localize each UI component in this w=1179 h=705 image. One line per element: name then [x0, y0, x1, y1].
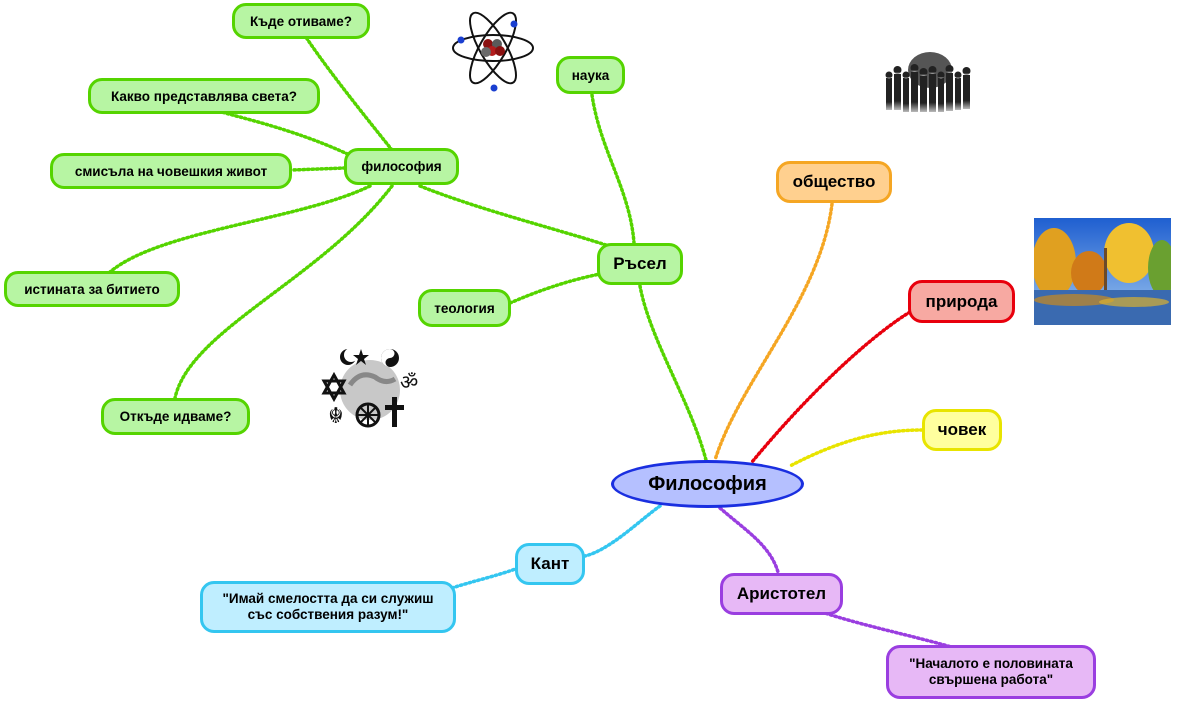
- atom-image: [452, 11, 534, 92]
- people-silhouettes-image: [885, 52, 971, 112]
- node-theology[interactable]: теология: [418, 289, 511, 327]
- node-philosophy[interactable]: философия: [344, 148, 459, 185]
- node-nature[interactable]: природа: [908, 280, 1015, 323]
- node-aristotle-quote[interactable]: "Началото е половината свършена работа": [886, 645, 1096, 699]
- link-nature: [750, 310, 912, 464]
- node-human[interactable]: човек: [922, 409, 1002, 451]
- link-human: [788, 428, 924, 468]
- autumn-landscape-image: [1034, 218, 1171, 325]
- node-truth-being[interactable]: истината за битието: [4, 271, 180, 307]
- link-truth-being: [108, 184, 372, 274]
- node-where-going[interactable]: Къде отиваме?: [232, 3, 370, 39]
- link-theology-russell: [508, 272, 602, 305]
- link-philosophy-russell: [418, 184, 608, 247]
- root-node-philosophy[interactable]: Философия: [611, 460, 804, 508]
- link-meaning-life: [290, 166, 347, 172]
- node-what-world[interactable]: Какво представлява света?: [88, 78, 320, 114]
- node-aristotle[interactable]: Аристотел: [720, 573, 843, 615]
- religious-symbols-image: ॐ ☬: [321, 348, 418, 429]
- node-kant-quote[interactable]: "Имай смелостта да си служиш със собстве…: [200, 581, 456, 633]
- node-science[interactable]: наука: [556, 56, 625, 94]
- link-science-russell: [590, 93, 636, 245]
- svg-text:☬: ☬: [328, 404, 344, 429]
- node-where-from[interactable]: Откъде идваме?: [101, 398, 250, 435]
- link-where-going: [298, 26, 394, 152]
- link-russell-root: [638, 284, 708, 462]
- node-society[interactable]: общество: [776, 161, 892, 203]
- node-russell[interactable]: Ръсел: [597, 243, 683, 285]
- link-aristotle: [718, 506, 780, 574]
- link-kant-quote: [450, 566, 520, 590]
- link-society: [713, 202, 834, 462]
- link-kant: [583, 504, 662, 558]
- link-aristotle-quote: [820, 610, 957, 650]
- node-meaning-life[interactable]: смисъла на човешкия живот: [50, 153, 292, 189]
- svg-text:ॐ: ॐ: [400, 370, 418, 394]
- link-where-from: [173, 184, 394, 400]
- node-kant[interactable]: Кант: [515, 543, 585, 585]
